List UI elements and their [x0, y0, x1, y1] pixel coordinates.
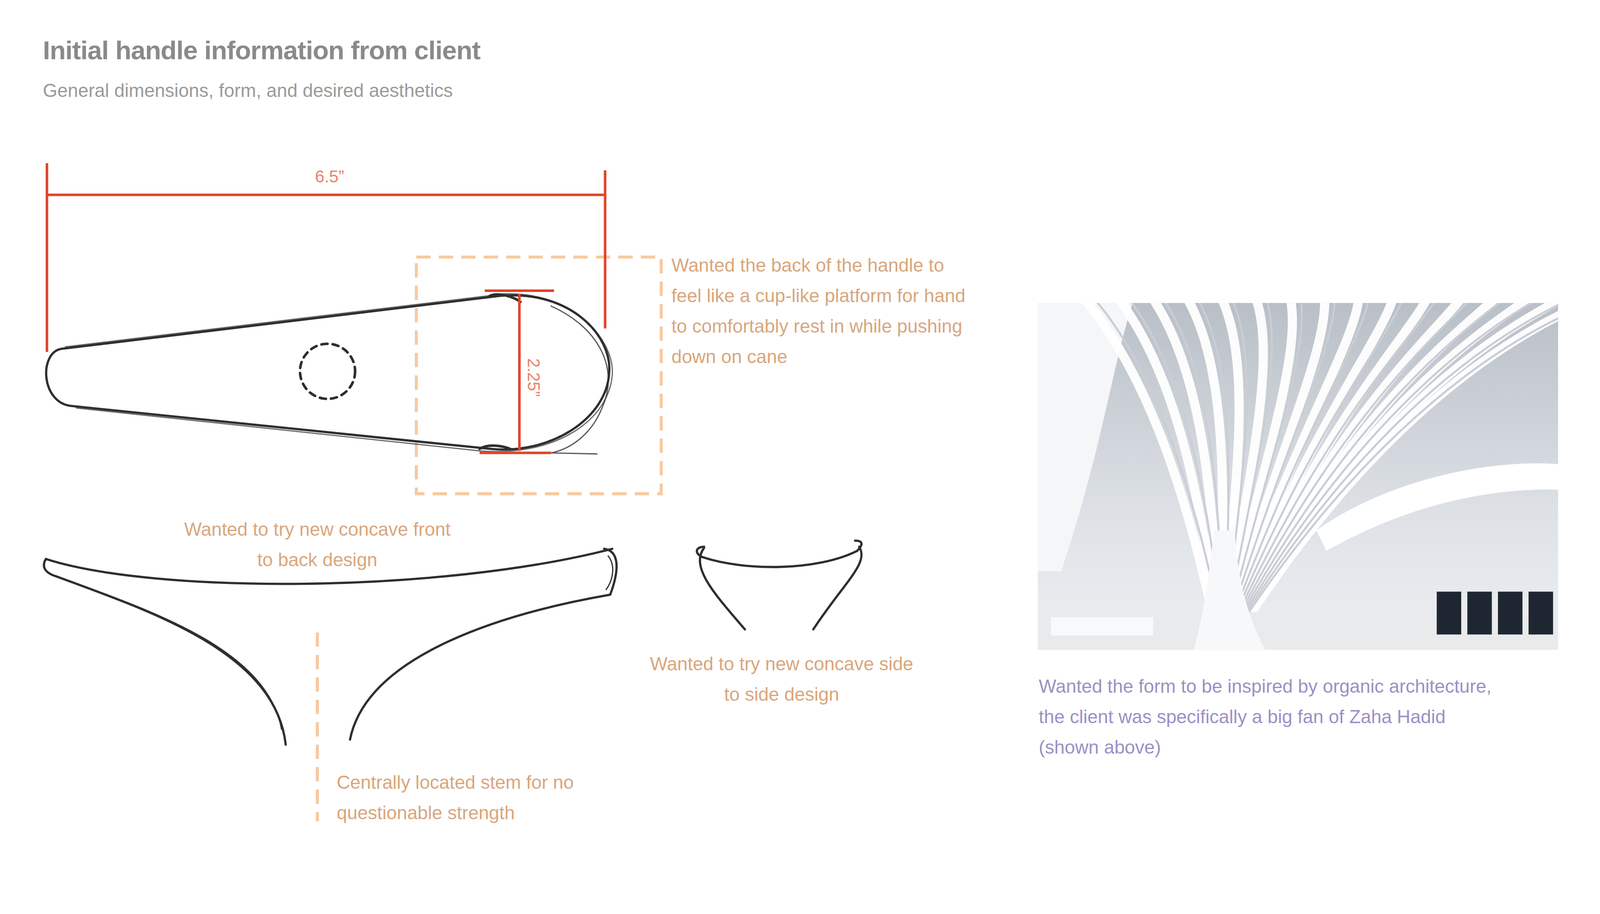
- stem-curve: [350, 594, 611, 740]
- column: [1194, 530, 1266, 651]
- dimension-line: [46, 193, 606, 196]
- stem-curve: [56, 576, 286, 745]
- stem-curve: [700, 548, 745, 630]
- handle-top-edge: [702, 551, 858, 568]
- handle-end-view: [696, 540, 862, 630]
- rib-shadow: [1126, 303, 1221, 613]
- length-dimension: [46, 163, 606, 353]
- rib-shadow: [1232, 303, 1335, 613]
- dimension-line: [518, 293, 521, 451]
- rib-shadow: [1249, 303, 1559, 613]
- design-note: Wanted the back of the handle to feel li…: [671, 250, 977, 373]
- window: [1528, 591, 1554, 635]
- rib-shadow: [1240, 303, 1474, 613]
- rib-shadow: [1234, 303, 1370, 613]
- design-note: Centrally located stem for no questionab…: [336, 767, 608, 829]
- sketch-stroke: [551, 306, 609, 455]
- ceiling-rib: [1242, 303, 1559, 623]
- ceiling-rib: [1244, 303, 1559, 623]
- window: [1497, 591, 1523, 635]
- sketch-stroke: [606, 556, 613, 591]
- design-note: Wanted to try new concave side to side d…: [642, 648, 922, 710]
- rib-shadow: [1091, 303, 1219, 613]
- window: [1436, 591, 1462, 635]
- mezzanine: [1316, 463, 1559, 552]
- stem-location: [300, 343, 356, 399]
- stem-curve: [813, 546, 862, 630]
- sketch-stroke: [61, 578, 282, 730]
- width-dimension: [479, 290, 555, 453]
- sketch-stroke: [489, 294, 521, 303]
- dimension-label: 2.25”: [523, 358, 544, 397]
- extension-line: [45, 163, 49, 353]
- sketch-stroke: [479, 445, 511, 450]
- handle-outline: [46, 295, 610, 450]
- rib-shadow: [1246, 303, 1559, 613]
- extension-line: [479, 451, 552, 455]
- window: [1467, 591, 1493, 635]
- handle-end: [604, 548, 617, 595]
- design-note: Wanted to try new concave front to back …: [177, 514, 458, 576]
- extension-line: [484, 289, 555, 293]
- handle-top-view: [46, 293, 613, 455]
- architecture-photo: [1037, 303, 1559, 651]
- sketch-stroke: [65, 293, 613, 452]
- dimension-label: 6.5”: [314, 166, 345, 187]
- center-line: [315, 632, 319, 822]
- reception-desk: [1051, 617, 1154, 636]
- handle-end: [44, 559, 57, 577]
- handle-side-view: [44, 548, 617, 745]
- subtitle: General dimensions, form, and desired ae…: [42, 79, 453, 103]
- photo-caption: Wanted the form to be inspired by organi…: [1038, 671, 1496, 763]
- rib-shadow: [1244, 303, 1543, 613]
- rib-shadow: [1238, 303, 1440, 613]
- highlight-box: [416, 257, 662, 494]
- page-title: Initial handle information from client: [42, 34, 480, 67]
